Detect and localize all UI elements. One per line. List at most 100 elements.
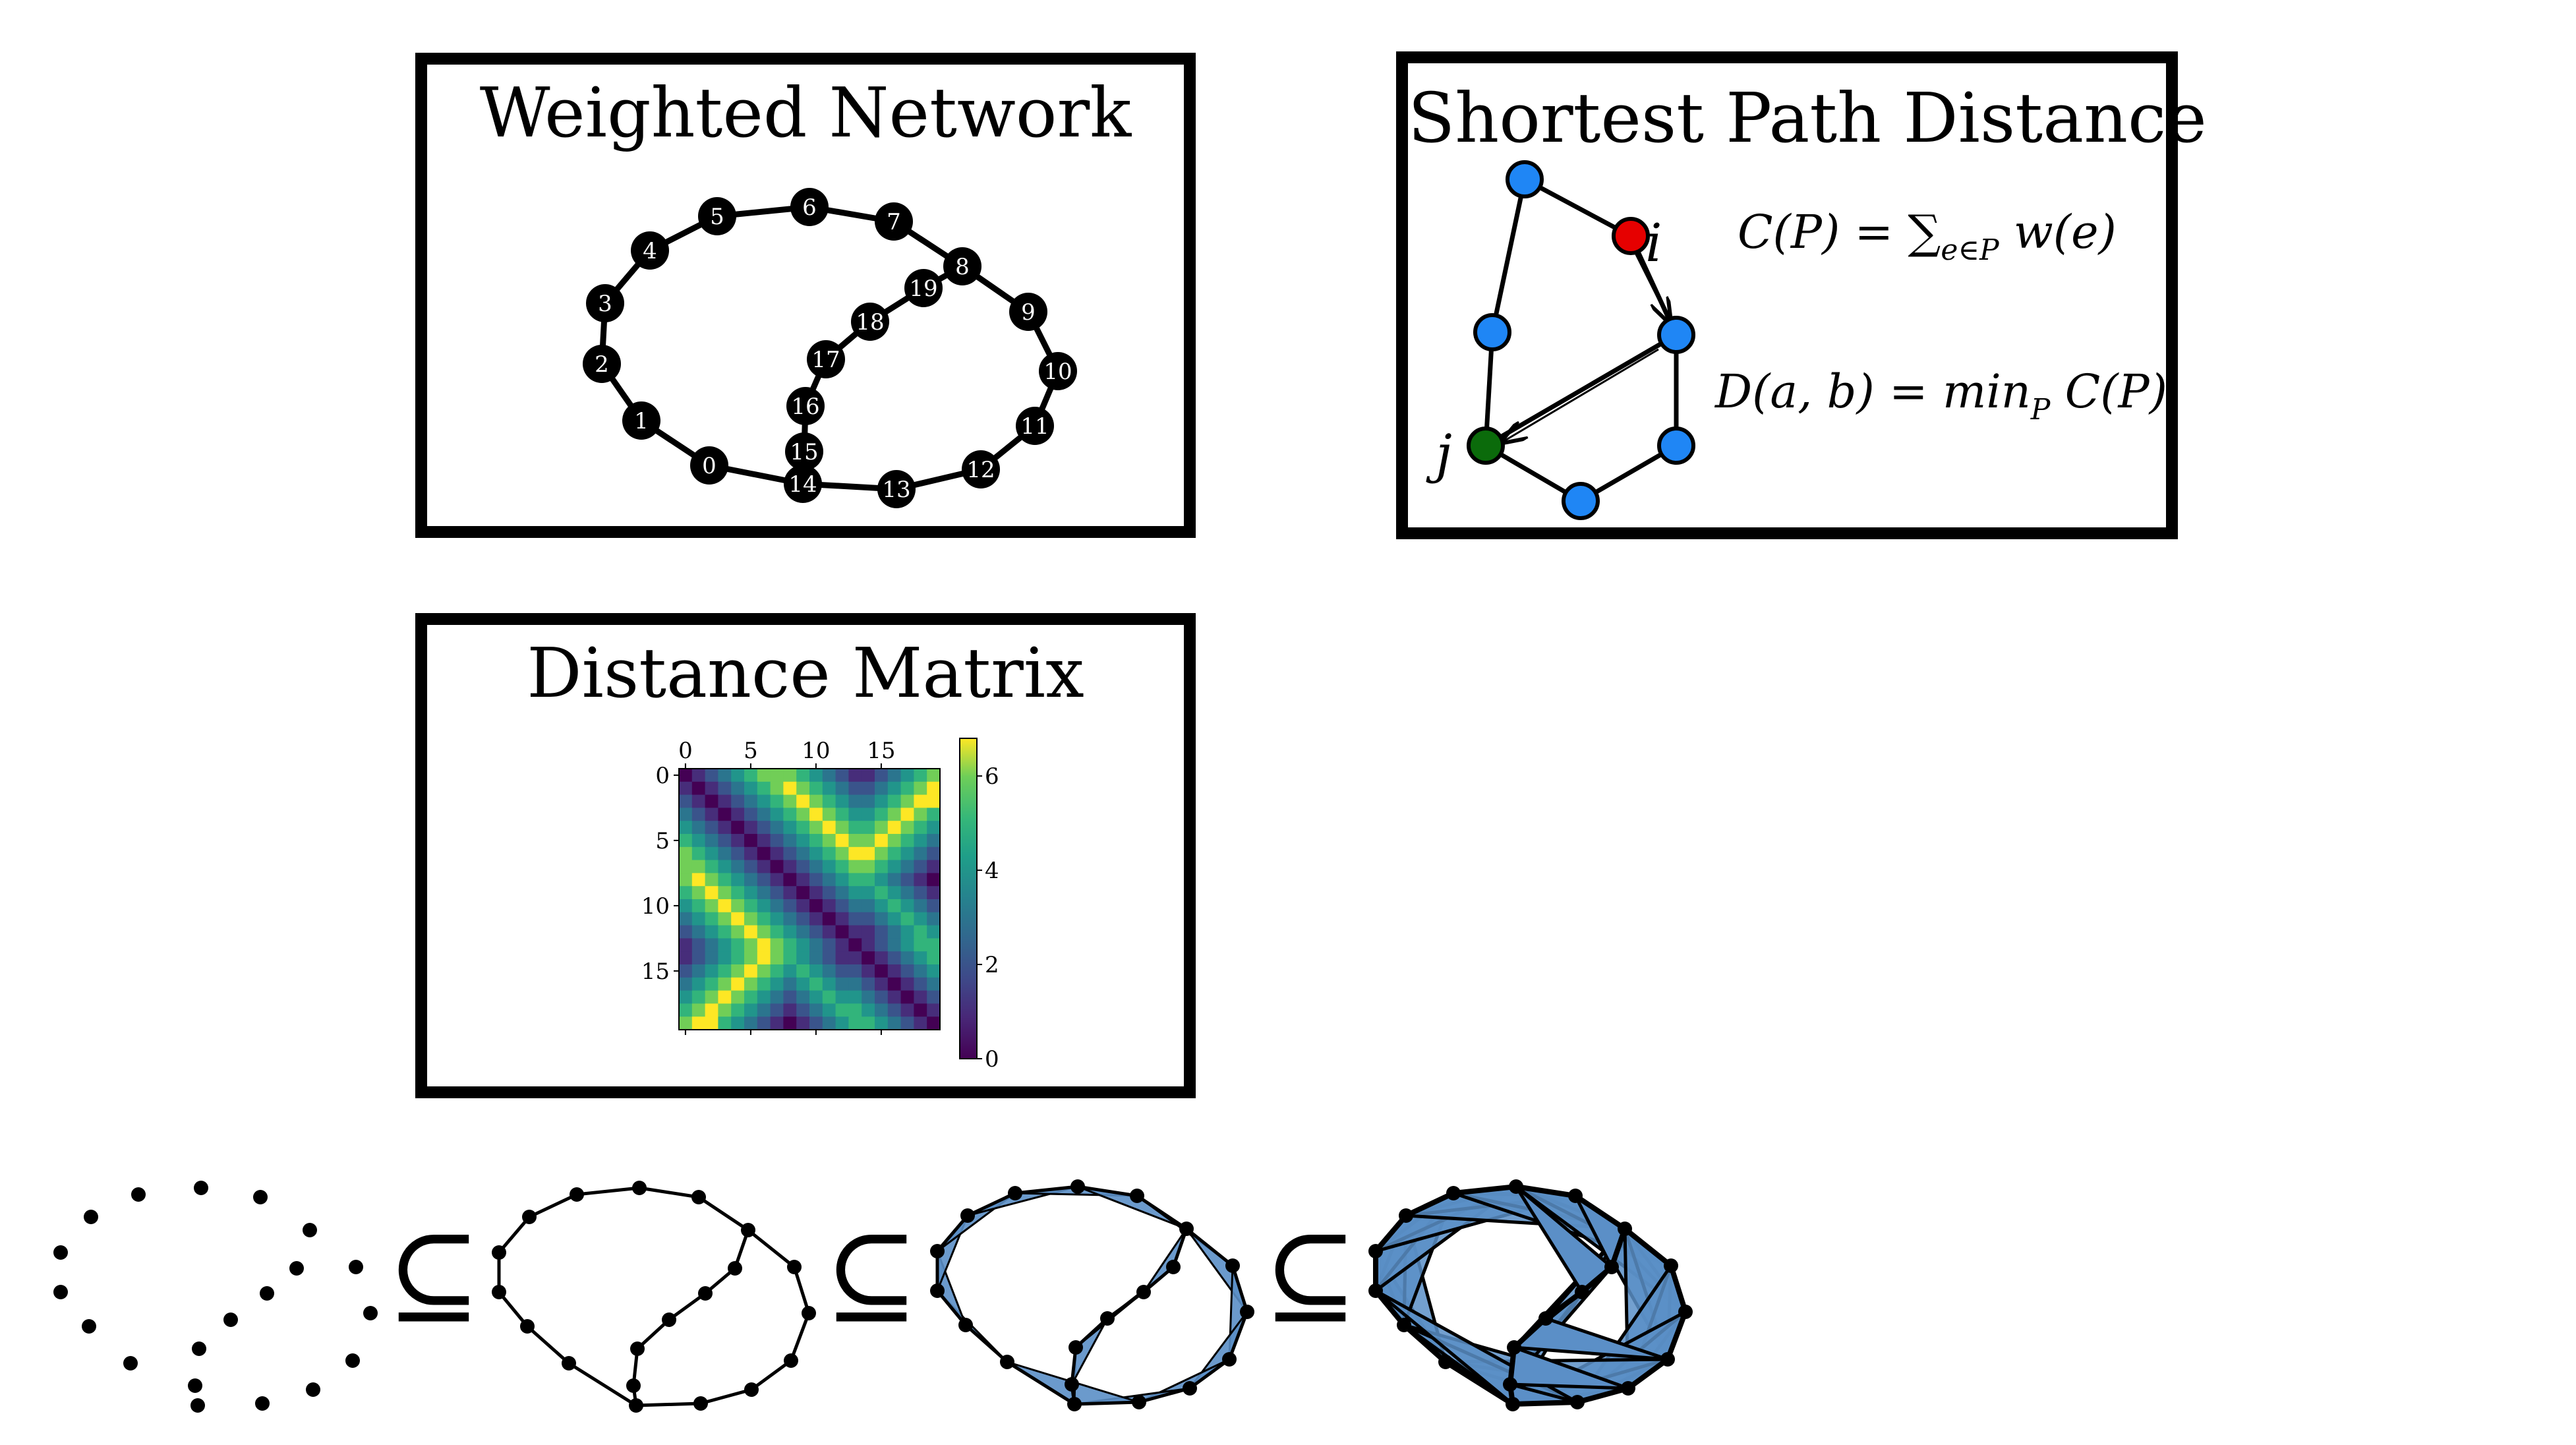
- heatmap-cell: [679, 834, 693, 848]
- heatmap-cell: [887, 951, 902, 965]
- heatmap-cell: [796, 860, 810, 873]
- network-node-label: 2: [595, 351, 609, 378]
- heatmap-cell: [718, 899, 732, 913]
- vertex: [255, 1396, 270, 1411]
- vertex: [1664, 1258, 1678, 1273]
- vertex: [1183, 1381, 1197, 1396]
- heatmap-cell: [770, 938, 784, 952]
- heatmap-cell: [679, 912, 693, 926]
- colorbar: [959, 738, 978, 1059]
- heatmap-cell: [718, 886, 732, 900]
- complex-edges: [935, 1185, 1249, 1406]
- heatmap-cell: [757, 886, 771, 900]
- heatmap-cell: [691, 873, 706, 887]
- heatmap-cell: [848, 899, 862, 913]
- heatmap-cell: [783, 990, 797, 1004]
- heatmap-cell: [809, 886, 823, 900]
- vertex: [1438, 1355, 1453, 1369]
- heatmap-cell: [900, 912, 914, 926]
- heatmap-cell: [757, 1017, 771, 1030]
- vertex: [741, 1223, 755, 1237]
- heatmap-cell: [900, 769, 914, 782]
- heatmap-cell: [875, 990, 889, 1004]
- heatmap-cell: [914, 886, 927, 900]
- heatmap-cell: [887, 834, 902, 848]
- heatmap-cell: [718, 925, 732, 939]
- heatmap-cell: [914, 1003, 927, 1017]
- heatmap-cell: [900, 964, 914, 978]
- heatmap-cell: [731, 821, 745, 835]
- heatmap-cell: [927, 977, 941, 991]
- vertex: [930, 1283, 945, 1298]
- heatmap-cell: [796, 951, 810, 965]
- network-node: 9: [1009, 293, 1047, 331]
- vertex: [1132, 1395, 1146, 1409]
- heatmap-cell: [770, 821, 784, 835]
- heatmap-cell: [744, 846, 758, 861]
- shortest-path-graph: i j C(P) = ∑e∈P w(e) D(a, b) = minP C(P): [1426, 160, 2166, 520]
- heatmap-cell: [718, 1003, 732, 1017]
- heatmap-cell: [875, 977, 889, 991]
- heatmap-cell: [691, 951, 706, 965]
- network-node: 19: [904, 269, 943, 307]
- heatmap-cell: [744, 886, 758, 900]
- heatmap-cell: [705, 925, 718, 939]
- heatmap-cell: [770, 846, 784, 861]
- heatmap-cell: [887, 794, 902, 808]
- vertex: [691, 1190, 706, 1204]
- heatmap-cell: [875, 846, 889, 861]
- heatmap-cell: [796, 912, 810, 926]
- heatmap-cell: [822, 938, 836, 952]
- vertex: [1225, 1258, 1240, 1273]
- network-node-label: 4: [643, 238, 657, 264]
- heatmap-cell: [875, 769, 889, 782]
- heatmap-cell: [848, 860, 862, 873]
- heatmap-cell: [731, 990, 745, 1004]
- heatmap-cell: [744, 808, 758, 821]
- vertex: [1000, 1355, 1014, 1369]
- heatmap-cell: [862, 873, 875, 887]
- heatmap-cell: [770, 1017, 784, 1030]
- heatmap-cell: [718, 873, 732, 887]
- heatmap-cell: [770, 769, 784, 782]
- heatmap-cell: [679, 860, 693, 873]
- heatmap-cell: [809, 873, 823, 887]
- heatmap-cell: [679, 769, 693, 782]
- network-node-label: 5: [710, 204, 724, 230]
- heatmap-cell: [848, 769, 862, 782]
- heatmap-cell: [914, 769, 927, 782]
- heatmap-cell: [691, 964, 706, 978]
- heatmap-cell: [822, 781, 836, 796]
- heatmap-cell: [848, 925, 862, 939]
- heatmap-cell: [927, 990, 941, 1004]
- heatmap-cell: [796, 821, 810, 835]
- heatmap-cell: [835, 834, 849, 848]
- heatmap-cell: [705, 834, 718, 848]
- heatmap-cell: [783, 964, 797, 978]
- heatmap-cell: [679, 938, 693, 952]
- vertex: [632, 1181, 647, 1195]
- vertex: [698, 1286, 713, 1301]
- heatmap-cell: [927, 860, 941, 873]
- heatmap-cell: [796, 938, 810, 952]
- network-node: 0: [690, 446, 728, 485]
- heatmap-cell: [822, 860, 836, 873]
- heatmap-cell: [914, 938, 927, 952]
- heatmap-cell: [914, 846, 927, 861]
- heatmap-cell: [900, 781, 914, 796]
- heatmap-cell: [731, 1003, 745, 1017]
- heatmap-cell: [900, 860, 914, 873]
- node-right-upper: [1657, 316, 1695, 354]
- heatmap-cell: [783, 821, 797, 835]
- heatmap-cell: [705, 846, 718, 861]
- heatmap-cell: [744, 860, 758, 873]
- heatmap-cell: [757, 834, 771, 848]
- heatmap-cell: [705, 860, 718, 873]
- heatmap-cell: [705, 781, 718, 796]
- heatmap-cell: [757, 794, 771, 808]
- heatmap-cell: [900, 951, 914, 965]
- heatmap-cell: [809, 834, 823, 848]
- heatmap-cell: [679, 964, 693, 978]
- heatmap-cell: [705, 977, 718, 991]
